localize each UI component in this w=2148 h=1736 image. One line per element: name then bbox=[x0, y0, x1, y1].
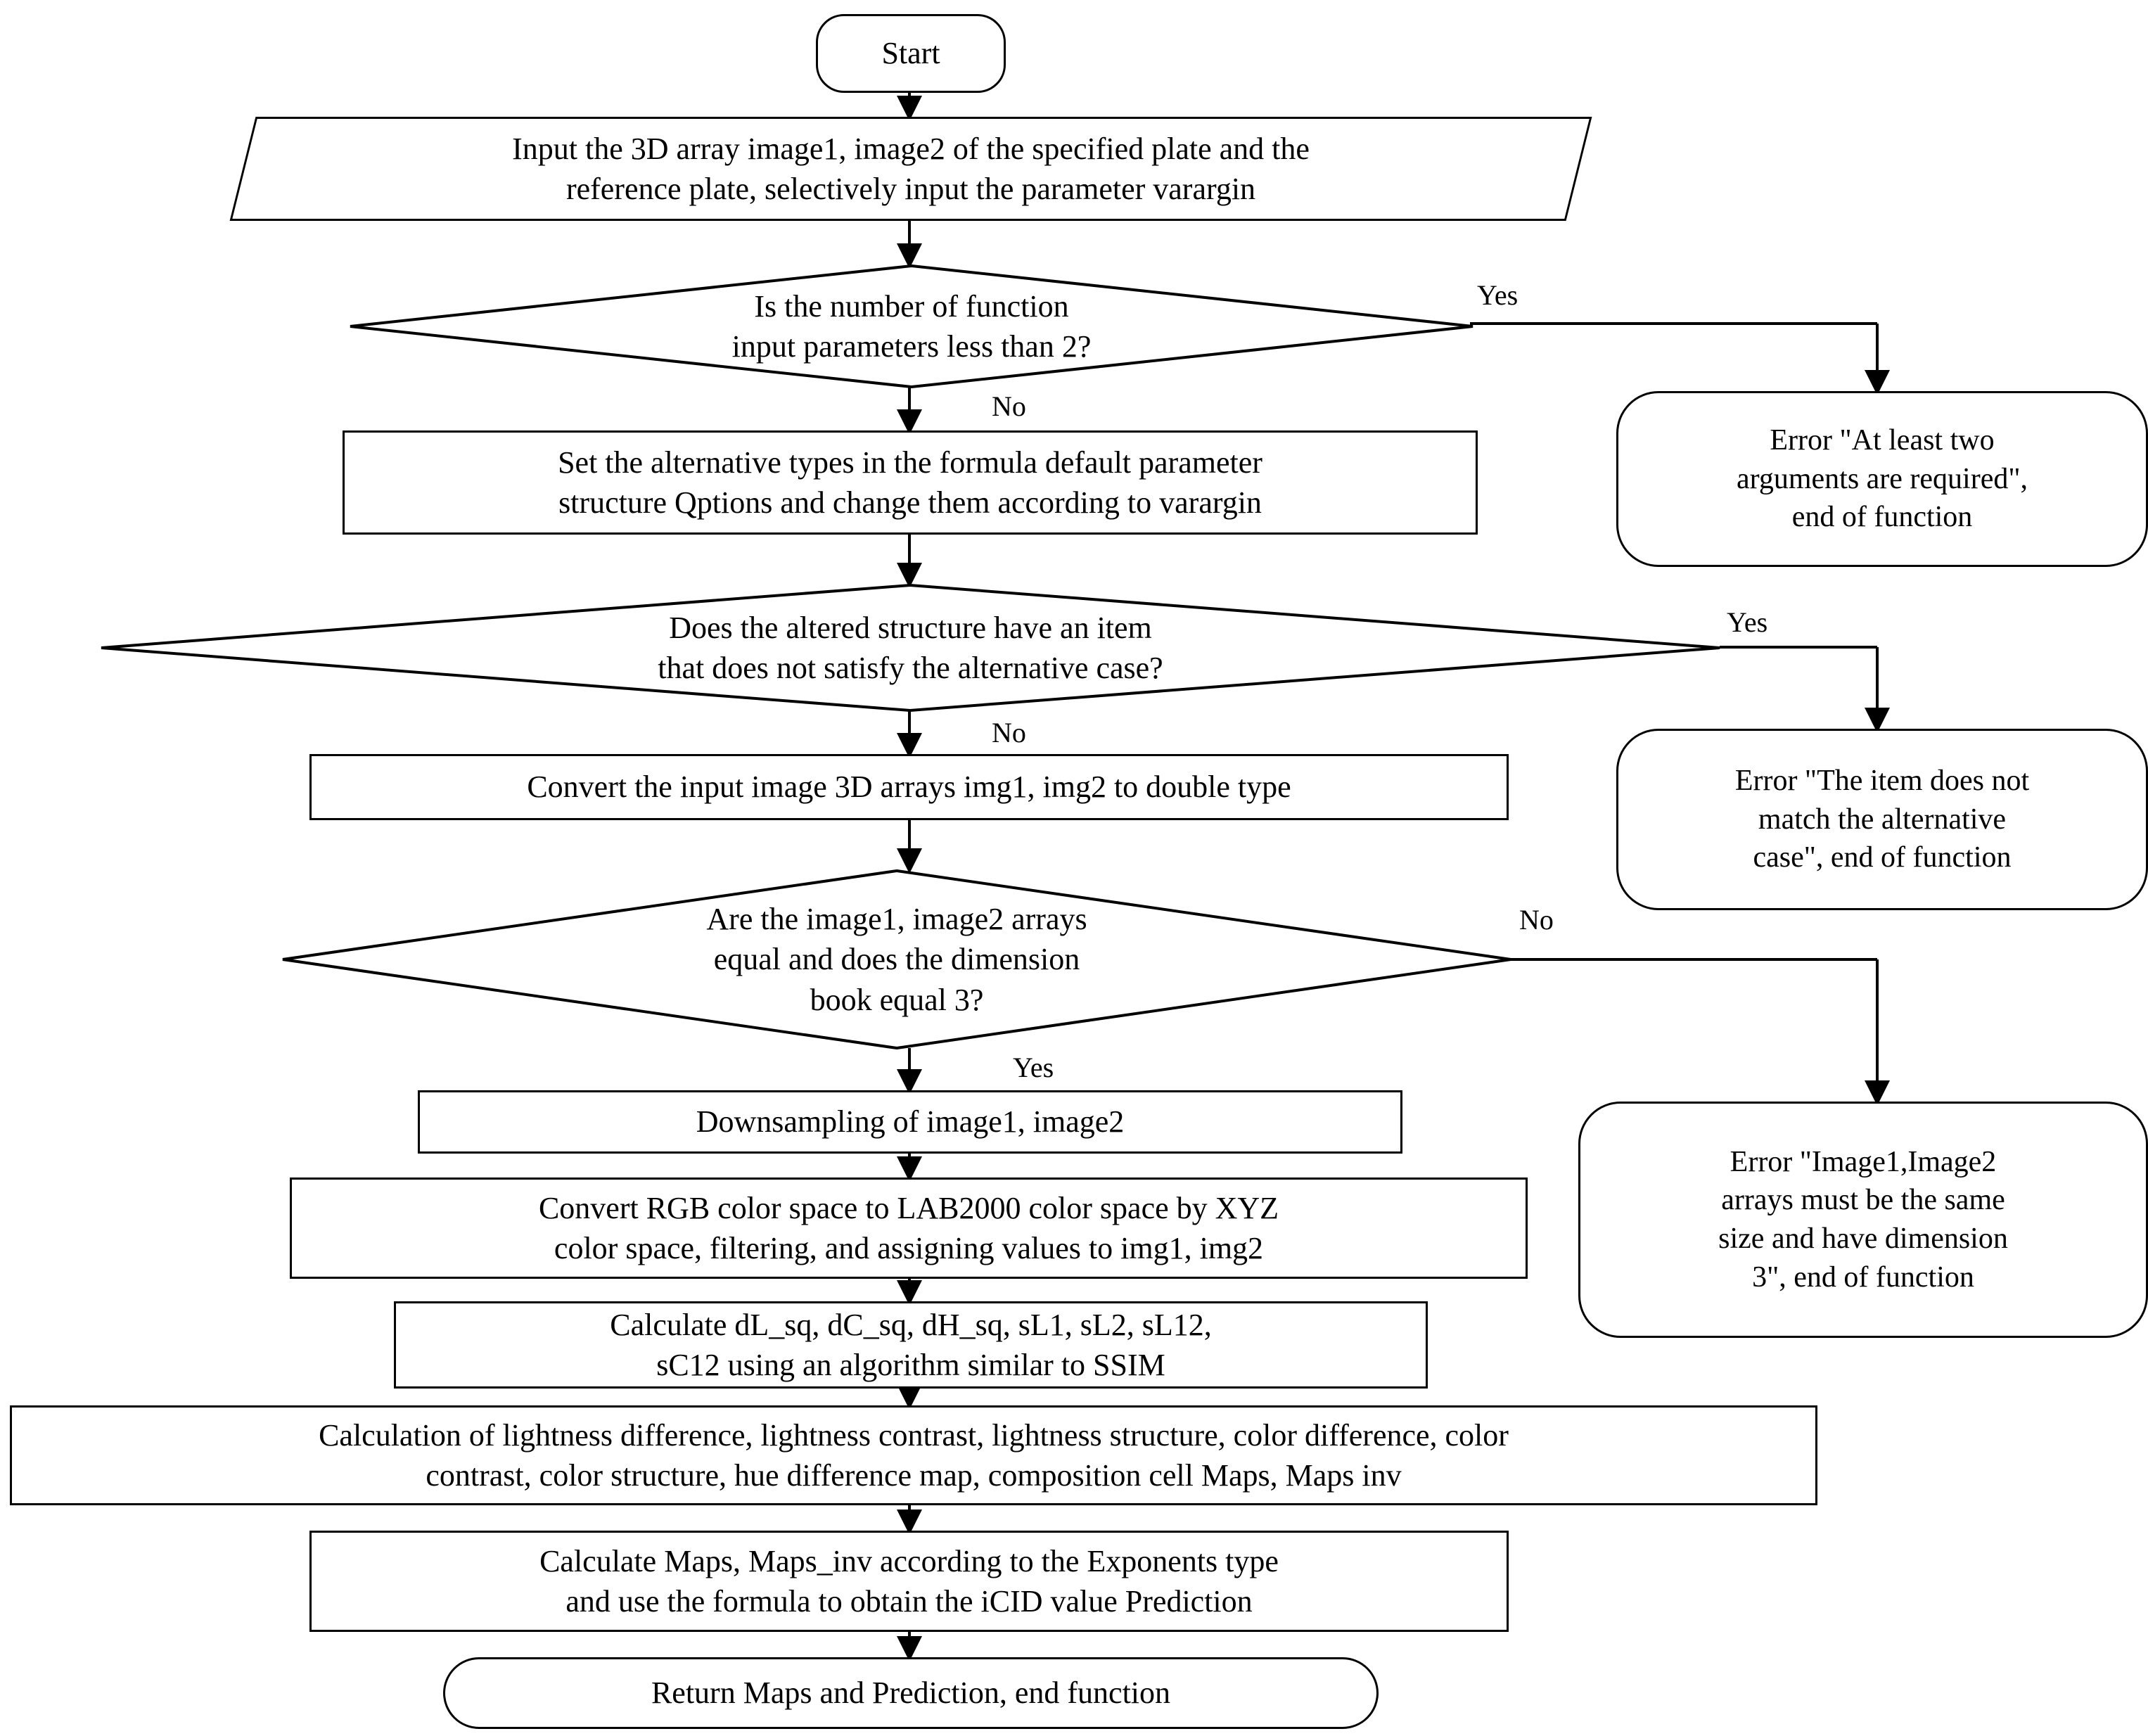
node-convert-double[interactable]: Convert the input image 3D arrays img1, … bbox=[309, 754, 1509, 820]
node-decision-array-dims-label: Are the image1, image2 arrays equal and … bbox=[706, 902, 1087, 1017]
node-decision-structure-item[interactable]: Does the altered structure have an item … bbox=[100, 584, 1721, 712]
node-calculate-maps[interactable]: Calculation of lightness difference, lig… bbox=[10, 1405, 1817, 1505]
node-error-item-mismatch-label: Error "The item does not match the alter… bbox=[1734, 765, 2030, 874]
node-calculate-sq-terms[interactable]: Calculate dL_sq, dC_sq, dH_sq, sL1, sL2,… bbox=[394, 1301, 1428, 1389]
diamond-shape bbox=[349, 264, 1474, 388]
node-decision-param-count[interactable]: Is the number of function input paramete… bbox=[349, 264, 1474, 388]
diamond-shape bbox=[100, 584, 1721, 712]
node-start-label: Start bbox=[881, 36, 940, 71]
node-calculate-sq-terms-label: Calculate dL_sq, dC_sq, dH_sq, sL1, sL2,… bbox=[610, 1307, 1212, 1382]
node-return-label: Return Maps and Prediction, end function bbox=[651, 1676, 1171, 1711]
node-decision-structure-item-label: Does the altered structure have an item … bbox=[658, 610, 1163, 685]
node-decision-array-dims[interactable]: Are the image1, image2 arrays equal and … bbox=[281, 869, 1512, 1049]
node-calculate-maps-label: Calculation of lightness difference, lig… bbox=[319, 1417, 1509, 1493]
edge-label-decision2-yes: Yes bbox=[1727, 606, 1768, 638]
node-downsampling-label: Downsampling of image1, image2 bbox=[696, 1104, 1125, 1140]
node-convert-double-label: Convert the input image 3D arrays img1, … bbox=[527, 770, 1291, 805]
node-convert-lab2000-label: Convert RGB color space to LAB2000 color… bbox=[538, 1190, 1279, 1265]
node-error-two-arguments-label: Error "At least two arguments are requir… bbox=[1736, 424, 2028, 534]
node-error-array-size[interactable]: Error "Image1,Image2 arrays must be the … bbox=[1578, 1102, 2148, 1338]
diamond-shape bbox=[281, 869, 1512, 1049]
node-error-array-size-label: Error "Image1,Image2 arrays must be the … bbox=[1718, 1145, 2008, 1294]
edge-label-decision1-yes: Yes bbox=[1477, 279, 1519, 311]
node-error-two-arguments[interactable]: Error "At least two arguments are requir… bbox=[1616, 391, 2148, 567]
node-set-default-options-label: Set the alternative types in the formula… bbox=[558, 445, 1262, 520]
node-exponents-prediction[interactable]: Calculate Maps, Maps_inv according to th… bbox=[309, 1531, 1509, 1632]
node-decision-param-count-label: Is the number of function input paramete… bbox=[731, 288, 1092, 364]
node-downsampling[interactable]: Downsampling of image1, image2 bbox=[418, 1090, 1402, 1154]
node-start[interactable]: Start bbox=[816, 14, 1006, 93]
edge-label-decision1-no: No bbox=[992, 390, 1026, 422]
node-error-item-mismatch[interactable]: Error "The item does not match the alter… bbox=[1616, 729, 2148, 910]
edge-label-decision3-no: No bbox=[1519, 904, 1554, 936]
node-input-label: Input the 3D array image1, image2 of the… bbox=[512, 131, 1310, 206]
edge-label-decision2-no: No bbox=[992, 717, 1026, 748]
edge-label-decision3-yes: Yes bbox=[1013, 1052, 1054, 1083]
node-exponents-prediction-label: Calculate Maps, Maps_inv according to th… bbox=[539, 1543, 1279, 1619]
node-return[interactable]: Return Maps and Prediction, end function bbox=[443, 1657, 1379, 1729]
node-set-default-options[interactable]: Set the alternative types in the formula… bbox=[343, 430, 1478, 535]
node-convert-lab2000[interactable]: Convert RGB color space to LAB2000 color… bbox=[290, 1177, 1528, 1279]
node-input[interactable]: Input the 3D array image1, image2 of the… bbox=[229, 117, 1592, 221]
